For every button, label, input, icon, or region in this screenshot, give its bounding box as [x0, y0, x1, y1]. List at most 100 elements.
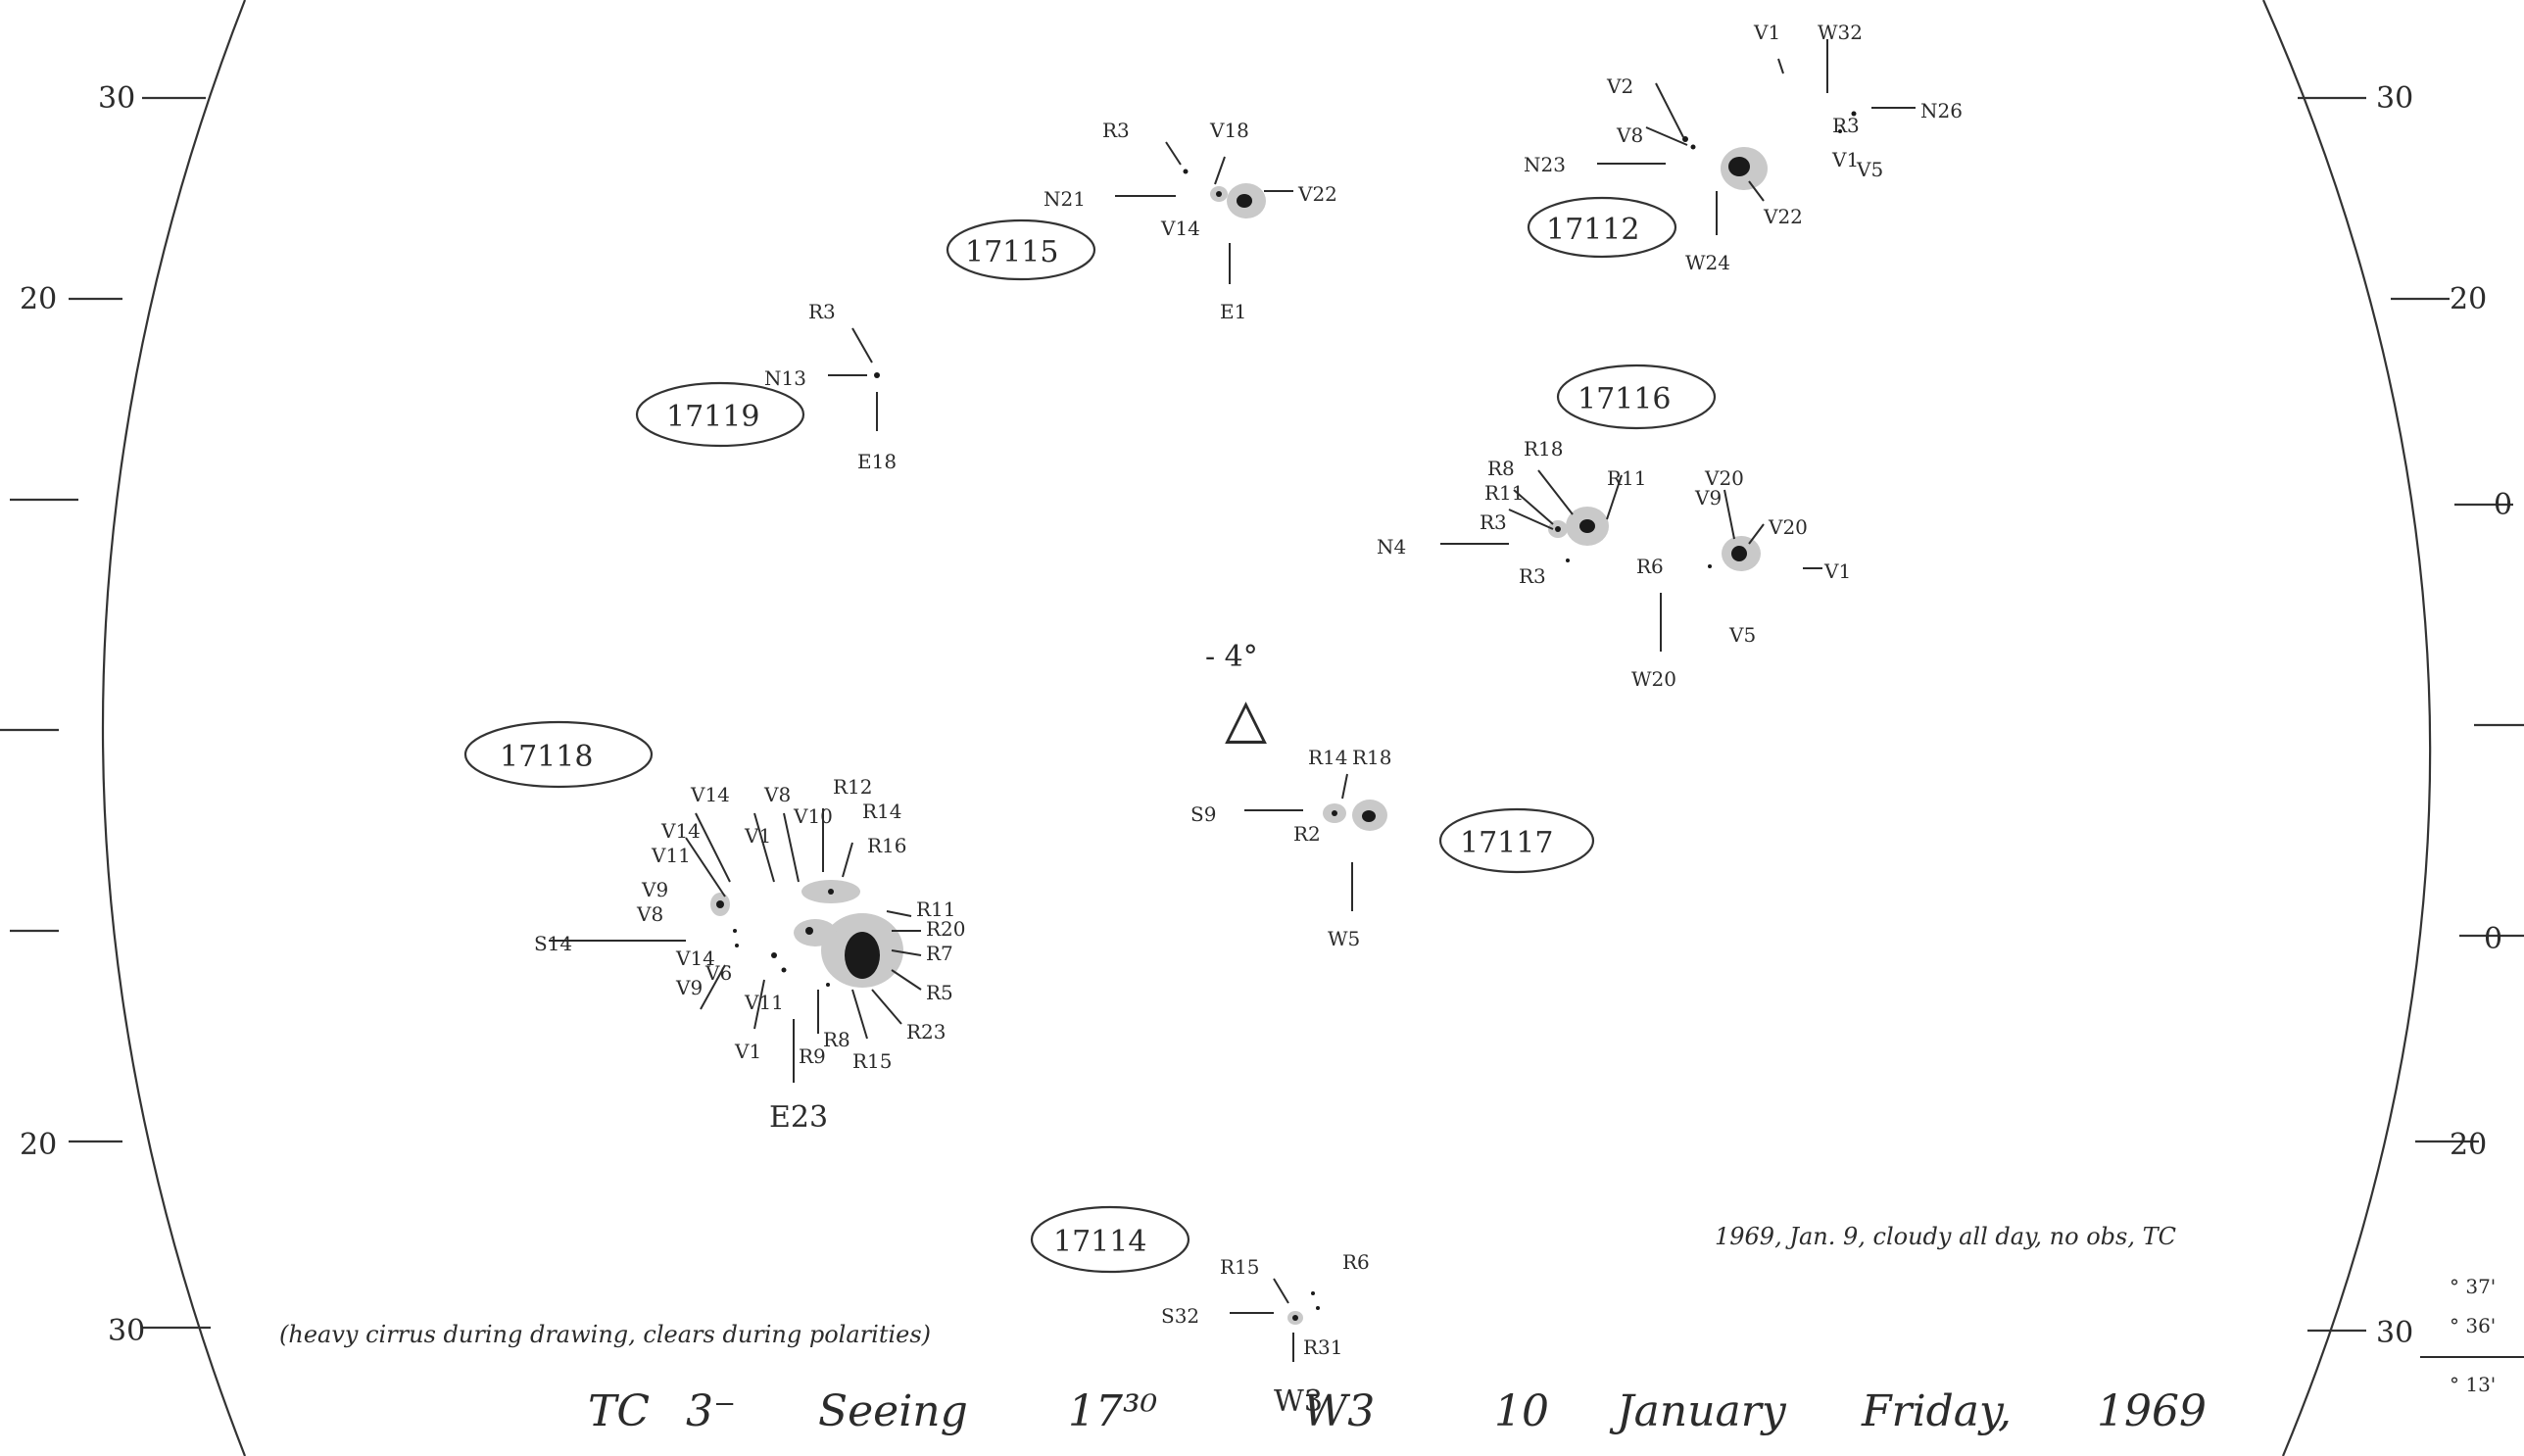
scale-label: 30 [98, 81, 135, 116]
latitude-scale-right: 30 20 0 0 20 30 [2298, 81, 2524, 1350]
region-number: 17118 [500, 740, 593, 774]
spot-label: V5 [1728, 623, 1756, 647]
angle-notes: ° 37' ° 36' ° 13' [2420, 1275, 2524, 1396]
scale-label: 0 [2484, 922, 2502, 956]
spot-label: V14 [675, 946, 715, 970]
spot-label: V9 [1694, 486, 1722, 510]
scale-label: 0 [2494, 488, 2512, 522]
angle-note: ° 13' [2450, 1373, 2496, 1396]
spot-label: V9 [675, 976, 703, 999]
spot-label: R15 [852, 1049, 893, 1073]
spot-label: E1 [1220, 300, 1246, 323]
spot-label: R12 [833, 775, 873, 799]
spot-label: V9 [641, 878, 668, 901]
spot-label: R23 [906, 1020, 946, 1043]
spot-label: V11 [744, 991, 784, 1014]
spot-label: W3 [1274, 1384, 1323, 1419]
spot-label: R3 [1519, 564, 1546, 588]
spot-label: R11 [1484, 481, 1525, 505]
spot-label: N4 [1377, 535, 1406, 558]
region-17116: 17116 R18 R11 R8 R11 R3 N4 R3 V20 V9 V20… [1377, 364, 1851, 691]
title-part: W3 [1303, 1386, 1375, 1436]
spot-label: R9 [799, 1044, 826, 1068]
spot-label: S14 [534, 932, 572, 955]
title-part: 1969 [2097, 1386, 2207, 1436]
spot-label: N13 [764, 366, 806, 390]
scale-label: 20 [2450, 282, 2487, 316]
region-number: 17112 [1546, 213, 1639, 247]
scale-label: 20 [20, 282, 57, 316]
spot-label: V8 [763, 783, 791, 806]
spot-label: N21 [1044, 187, 1086, 211]
title-part: 17³⁰ [1068, 1386, 1158, 1436]
title-part: January [1609, 1386, 1787, 1436]
reference-marker: - 4° △ [1205, 640, 1267, 751]
spot-label: V8 [1616, 123, 1643, 147]
region-number: 17115 [965, 235, 1058, 269]
marker-label: - 4° [1205, 640, 1258, 674]
spot-label: V18 [1209, 119, 1249, 142]
spot-label: R14 [862, 800, 902, 823]
spot-label: R3 [1832, 114, 1860, 137]
scale-label: 30 [108, 1314, 145, 1348]
spot-label: V8 [636, 902, 663, 926]
spot-label: V1 [1823, 559, 1851, 583]
spot-label: R3 [1102, 119, 1130, 142]
spot-label: V14 [660, 819, 701, 843]
spot-label: R15 [1220, 1255, 1260, 1279]
region-number: 17117 [1460, 826, 1553, 860]
spot-label: V1 [1753, 21, 1780, 44]
spot-label: V5 [1856, 158, 1883, 181]
spot-label: R18 [1352, 746, 1392, 769]
spot-label: V10 [793, 804, 833, 828]
region-number: 17119 [666, 400, 759, 434]
solar-disk [101, 0, 2432, 1456]
spot-label: R8 [1487, 457, 1515, 480]
scale-label: 30 [2376, 81, 2413, 116]
region-17119: 17119 R3 N13 E18 [635, 300, 897, 473]
spot-label: W5 [1328, 927, 1360, 950]
spot-label: V20 [1704, 466, 1744, 490]
spot-label: V22 [1763, 205, 1803, 228]
scale-label: 30 [2376, 1316, 2413, 1350]
region-17115: 17115 V18 R3 N21 V22 V14 E1 [946, 119, 1337, 323]
region-17118: 17118 V14 V14 V11 V10 V8 R [463, 720, 966, 1135]
region-number: 17114 [1053, 1225, 1146, 1259]
spot-label: V22 [1297, 182, 1337, 206]
spot-label: W32 [1818, 21, 1863, 44]
spot-label: R7 [926, 942, 953, 965]
observation-title: 1969 Friday, January 10 W3 17³⁰ Seeing 3… [588, 1386, 2207, 1436]
title-part: Seeing [818, 1386, 968, 1436]
spot-label: R5 [926, 981, 953, 1004]
spot-label: R3 [808, 300, 836, 323]
seeing-note: (heavy cirrus during drawing, clears dur… [279, 1321, 931, 1348]
spot-label: R11 [1607, 466, 1647, 490]
spot-label: V1 [744, 824, 771, 848]
spot-label: E23 [769, 1100, 828, 1135]
spot-label: S9 [1190, 802, 1216, 826]
title-part: 10 [1494, 1386, 1549, 1436]
spot-label: V11 [651, 844, 691, 867]
spot-label: R31 [1303, 1335, 1343, 1359]
spot-label: R11 [916, 898, 956, 921]
spot-label: R2 [1293, 822, 1321, 846]
spot-label: R8 [823, 1028, 850, 1051]
region-17114: 17114 R6 R15 S32 R31 W3 [1030, 1205, 1370, 1419]
spot-label: R6 [1636, 555, 1664, 578]
region-number: 17116 [1578, 382, 1671, 416]
spot-label: R18 [1524, 437, 1564, 461]
triangle-icon: △ [1225, 687, 1267, 751]
spot-label: N26 [1920, 99, 1963, 122]
spot-label: S32 [1161, 1304, 1199, 1328]
spot-label: W20 [1631, 667, 1676, 691]
spot-label: V1 [734, 1040, 761, 1063]
title-part: 3⁻ [686, 1386, 736, 1436]
spot-label: V14 [1160, 217, 1200, 240]
spot-label: R20 [926, 917, 966, 941]
spot-label: V20 [1768, 515, 1808, 539]
weather-note: 1969, Jan. 9, cloudy all day, no obs, TC [1715, 1223, 2176, 1250]
region-17117: 17117 R18 R14 S9 R2 W5 [1190, 746, 1595, 950]
latitude-scale-left: 30 20 20 30 [0, 81, 211, 1348]
spot-label: V14 [690, 783, 730, 806]
title-part: Friday, [1861, 1386, 2012, 1436]
